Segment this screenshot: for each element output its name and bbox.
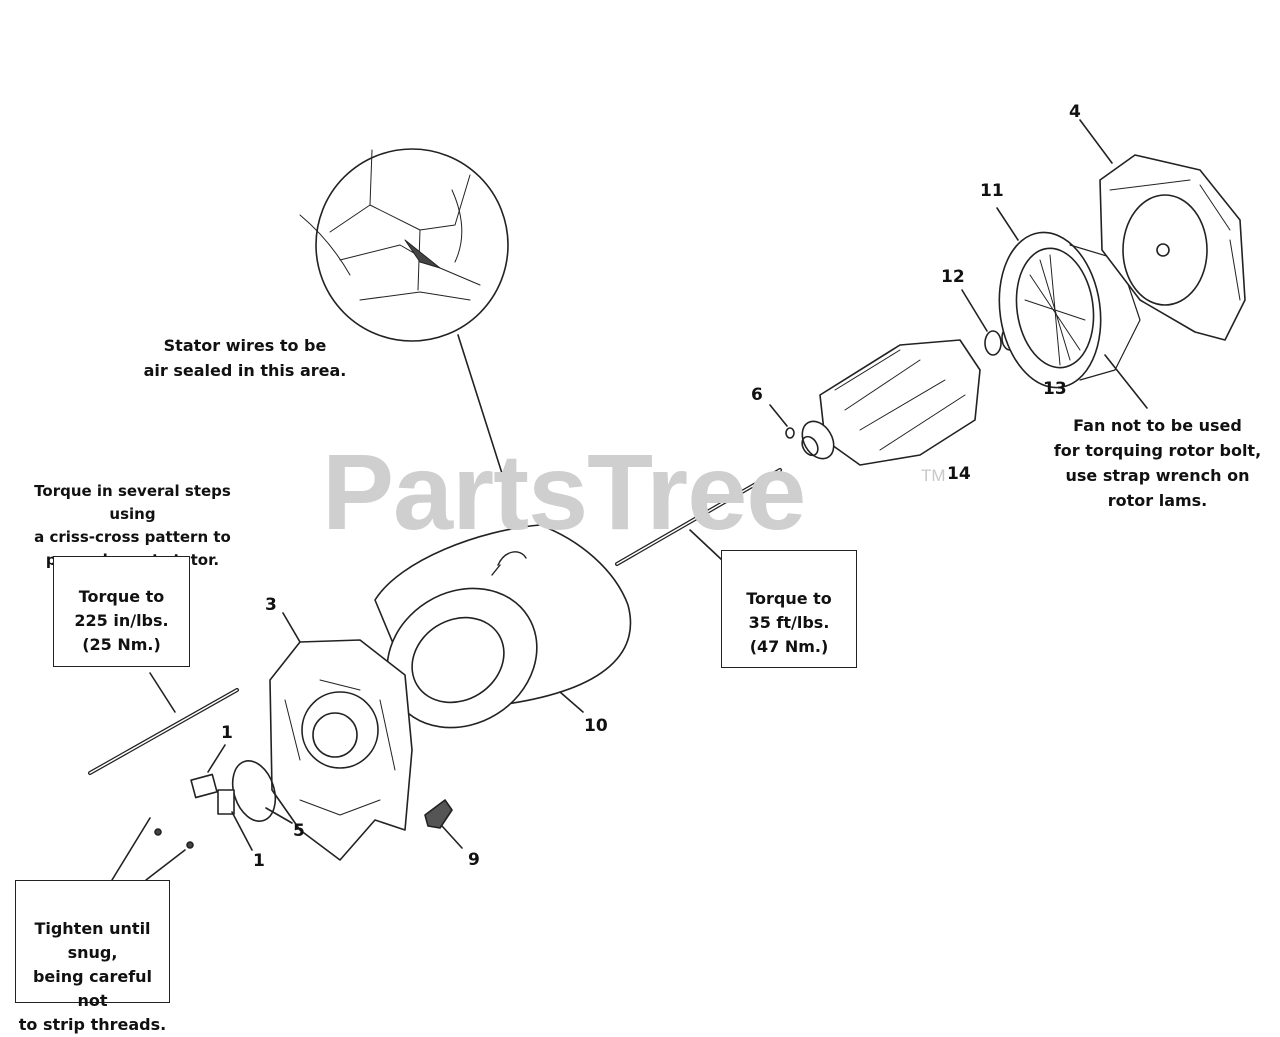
box7-line-1: Torque to — [78, 587, 165, 606]
stator-note-line-2: air sealed in this area. — [143, 361, 347, 380]
rotor-14 — [801, 339, 981, 466]
fan-note-line-2: for torquing rotor bolt, — [1053, 441, 1262, 460]
stator-note-line-1: Stator wires to be — [163, 336, 327, 355]
fan-warning-note: Fan not to be used for torquing rotor bo… — [1050, 413, 1265, 513]
callout-5: 5 — [293, 821, 305, 841]
callout-11: 11 — [980, 181, 1004, 201]
brush-holder-1 — [190, 744, 253, 851]
ring-12 — [984, 330, 1002, 356]
callout-10: 10 — [584, 716, 608, 736]
fan-note-line-3: use strap wrench on — [1065, 466, 1250, 485]
callout-9: 9 — [468, 850, 480, 870]
box8-line-2: 35 ft/lbs. — [748, 613, 830, 632]
torque-box-7: Torque to 225 in/lbs. (25 Nm.) — [53, 556, 190, 667]
through-bolt-7 — [88, 672, 239, 775]
watermark: PartsTree — [322, 431, 806, 552]
callout-6: 6 — [751, 385, 763, 405]
tighten-box-2: Tighten until snug, being careful not to… — [15, 880, 170, 1034]
box7-line-2: 225 in/lbs. — [74, 611, 169, 630]
box2-line-1: Tighten until snug, — [34, 919, 151, 962]
callout-4: 4 — [1069, 102, 1081, 122]
torque-box-8: Torque to 35 ft/lbs. (47 Nm.) — [721, 550, 857, 668]
callout-1-lower: 1 — [253, 851, 265, 871]
box8-line-3: (47 Nm.) — [749, 637, 829, 656]
box2-line-3: to strip threads. — [18, 1015, 167, 1034]
box2-line-2: being careful not — [32, 967, 153, 1010]
box8-line-1: Torque to — [746, 589, 832, 608]
callout-1-upper: 1 — [221, 723, 233, 743]
callout-12: 12 — [941, 267, 965, 287]
housing-4 — [1079, 119, 1246, 341]
torque-steps-note: Torque in several steps using a criss-cr… — [10, 480, 255, 572]
box7-line-3: (25 Nm.) — [82, 635, 161, 654]
part-9 — [424, 799, 463, 849]
torque-steps-line-1: Torque in several steps using — [34, 482, 231, 523]
callout-13: 13 — [1043, 379, 1067, 399]
callout-14: 14 — [947, 464, 971, 484]
end-bell-3 — [269, 612, 413, 861]
callout-3: 3 — [265, 595, 277, 615]
detail-magnifier — [299, 148, 521, 531]
rotor-bolt-8 — [615, 468, 782, 566]
fan-note-line-1: Fan not to be used — [1073, 416, 1242, 435]
stator-10 — [374, 524, 632, 729]
stator-seal-note: Stator wires to be air sealed in this ar… — [130, 333, 360, 383]
watermark-trademark: TM — [921, 466, 946, 485]
o-ring-5 — [231, 760, 277, 822]
fan-note-line-4: rotor lams. — [1107, 491, 1208, 510]
torque-steps-line-2: a criss-cross pattern to — [34, 528, 231, 546]
washer-6 — [785, 427, 795, 439]
fan-11 — [996, 207, 1148, 409]
